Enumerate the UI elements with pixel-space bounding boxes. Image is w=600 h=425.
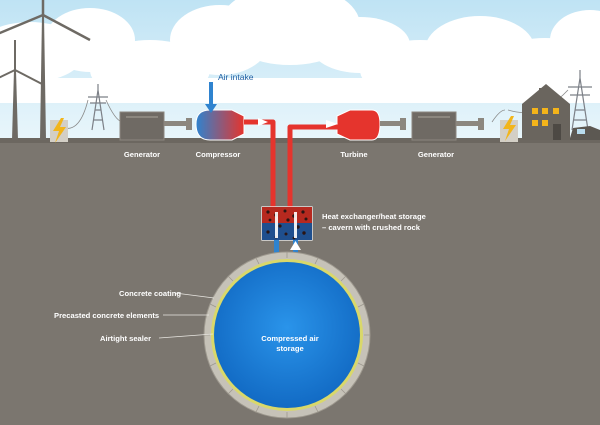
house-icon xyxy=(522,84,570,140)
heat-exchanger xyxy=(261,206,313,241)
label-heat-exchanger-2: – cavern with crushed rock xyxy=(322,223,421,232)
clouds xyxy=(0,0,600,103)
label-air-intake: Air intake xyxy=(218,72,254,82)
pylon-icon xyxy=(568,70,592,131)
hot-pipes xyxy=(244,119,340,210)
compressor xyxy=(195,109,245,141)
air-storage-volume xyxy=(214,262,360,408)
power-box-left xyxy=(50,118,68,143)
lightning-bolt-icon xyxy=(503,116,516,141)
power-box-right xyxy=(500,116,518,142)
label-generator-right: Generator xyxy=(418,150,454,159)
label-compressor: Compressor xyxy=(196,150,241,159)
pipe-arrows xyxy=(258,118,338,128)
compressed-air-storage xyxy=(203,251,371,419)
car-icon xyxy=(570,126,600,140)
label-heat-exchanger-1: Heat exchanger/heat storage xyxy=(322,212,426,221)
label-precasted-elements: Precasted concrete elements xyxy=(54,311,159,320)
pylon-icon xyxy=(88,84,108,131)
precast-segments xyxy=(204,252,370,418)
label-storage-2: storage xyxy=(276,344,303,353)
generator-left xyxy=(119,111,192,141)
wind-turbine-icon xyxy=(0,40,43,140)
label-concrete-coating: Concrete coating xyxy=(119,289,181,298)
label-storage-1: Compressed air xyxy=(261,334,318,343)
lightning-bolt-icon xyxy=(53,118,66,143)
label-turbine: Turbine xyxy=(340,150,367,159)
generator-right xyxy=(411,111,484,141)
wind-turbine-icon xyxy=(0,0,91,140)
leader-lines xyxy=(158,292,215,339)
label-airtight-sealer: Airtight sealer xyxy=(100,334,151,343)
label-generator-left: Generator xyxy=(124,150,160,159)
turbine xyxy=(336,109,406,141)
air-intake-arrow xyxy=(205,82,217,113)
